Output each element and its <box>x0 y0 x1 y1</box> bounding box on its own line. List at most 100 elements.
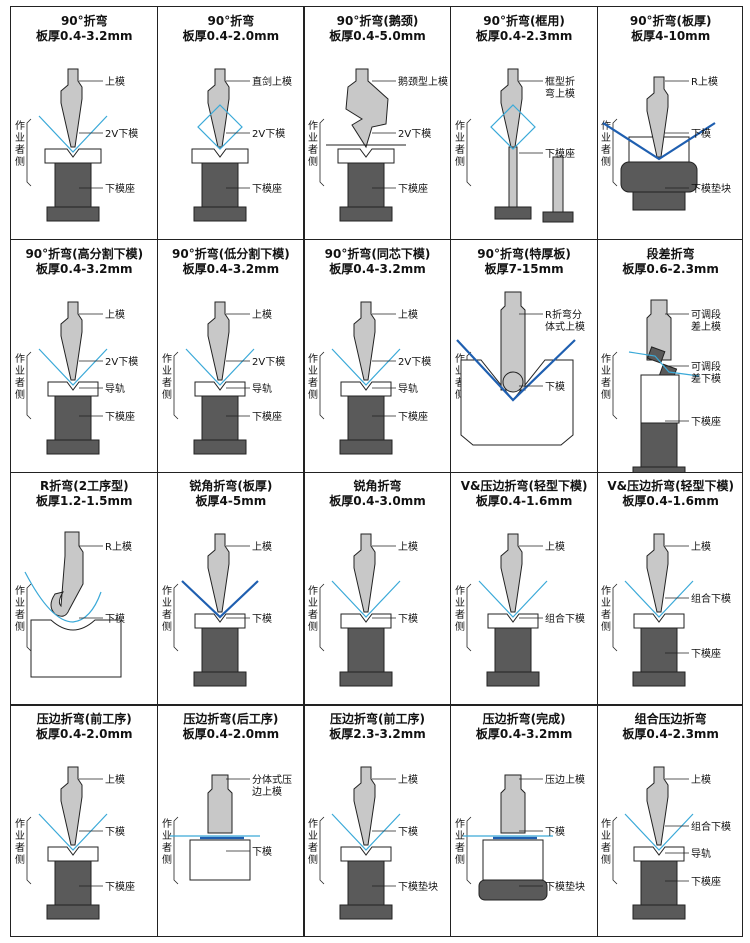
operator-side-text: 作业者侧 <box>162 585 172 633</box>
upper-punch <box>207 68 230 148</box>
radius-tip <box>502 371 524 393</box>
operator-side-text: 作业者侧 <box>308 585 318 633</box>
operator-side-text: 作业者侧 <box>308 353 318 401</box>
sheet-thickness: 板厚1.2-1.5mm <box>36 494 133 509</box>
part-label: 下模座 <box>691 647 721 660</box>
upper-punch <box>60 301 83 381</box>
part-label: 上模 <box>105 76 125 88</box>
tooling-cell: 压边折弯(后工序)板厚0.4-2.0mm 作业者侧分体式压边上模下模 <box>158 705 305 938</box>
die-holder <box>193 627 247 687</box>
upper-punch <box>353 766 376 846</box>
bend-type-title: 压边折弯(前工序) <box>329 712 425 727</box>
part-label: 下模 <box>105 826 125 838</box>
lower-die <box>482 839 544 881</box>
part-label: 上模 <box>252 541 272 553</box>
part-label: 下模座 <box>398 410 428 423</box>
lower-die <box>47 381 99 397</box>
lower-die <box>340 846 392 862</box>
sheet-metal <box>624 580 694 619</box>
upper-punch <box>646 766 669 846</box>
sheet-thickness: 板厚0.4-3.2mm <box>36 29 133 43</box>
lower-die <box>47 846 99 862</box>
operator-side-label: 作业者侧 <box>162 584 178 652</box>
die-holder <box>339 627 393 687</box>
bend-type-title: V&压边折弯(轻型下模) <box>607 479 735 494</box>
sheet-metal <box>38 115 108 153</box>
operator-side-text: 作业者侧 <box>308 120 318 168</box>
upper-punch <box>353 301 376 381</box>
lower-die <box>44 148 102 164</box>
bend-type-title: V&压边折弯(轻型下模) <box>460 479 588 494</box>
tooling-cell: V&压边折弯(轻型下模)板厚0.4-1.6mm 作业者侧 上模组合下模 <box>451 472 598 705</box>
part-label: 分体式压边上模 <box>252 773 292 798</box>
upper-punch <box>353 533 376 613</box>
lower-die <box>487 613 539 629</box>
bend-type-title: 组合压边折弯 <box>634 712 707 727</box>
operator-side-label: 作业者侧 <box>308 816 325 885</box>
sheet-thickness: 板厚0.4-1.6mm <box>622 494 719 509</box>
sheet-thickness: 板厚0.4-2.0mm <box>182 727 280 742</box>
part-label: 上模 <box>252 309 272 321</box>
sheet-metal <box>455 338 576 402</box>
lower-die <box>340 381 392 397</box>
part-label: 2V下模 <box>398 128 431 140</box>
sheet-thickness: 板厚0.4-3.2mm <box>475 727 573 742</box>
upper-punch <box>60 68 83 148</box>
cell-title-block: V&压边折弯(轻型下模)板厚0.4-1.6mm <box>451 479 598 509</box>
operator-side-text: 作业者侧 <box>455 585 465 633</box>
cell-title-block: 压边折弯(前工序)板厚2.3-3.2mm <box>304 712 451 742</box>
upper-punch <box>500 533 523 613</box>
lower-die <box>194 381 246 397</box>
bend-type-title: 90°折弯(框用) <box>483 14 565 28</box>
grid-divider-horizontal <box>11 704 742 706</box>
die-holder <box>632 422 686 472</box>
operator-side-text: 作业者侧 <box>455 353 465 401</box>
part-label: 上模 <box>398 774 418 786</box>
tooling-cell: 90°折弯(框用)板厚0.4-2.3mm 作业者侧框型折弯上模下模座 <box>451 7 598 240</box>
part-label: 下模座 <box>398 182 428 195</box>
lower-die <box>508 146 518 208</box>
die-holder <box>339 162 393 222</box>
grid-divider-horizontal <box>11 238 742 241</box>
part-label: 下模垫块 <box>545 880 585 893</box>
sheet-thickness: 板厚0.4-2.3mm <box>475 29 573 43</box>
cell-title-block: V&压边折弯(轻型下模)板厚0.4-1.6mm <box>597 479 744 509</box>
upper-punch <box>646 533 669 613</box>
part-label: 上模 <box>105 774 125 786</box>
part-label: 下模 <box>545 381 565 393</box>
lower-die <box>640 374 680 424</box>
cell-title-block: 锐角折弯(板厚)板厚4-5mm <box>158 479 305 509</box>
operator-side-text: 作业者侧 <box>601 818 611 866</box>
part-label: 组合下模 <box>545 612 585 625</box>
sheet-metal <box>38 813 108 851</box>
cell-title-block: 90°折弯(特厚板)板厚7-15mm <box>451 247 598 277</box>
die-holder <box>193 395 247 455</box>
upper-punch <box>500 774 526 834</box>
part-label: 下模座 <box>252 410 282 423</box>
operator-side-label: 作业者侧 <box>15 351 32 419</box>
sheet-metal <box>489 104 536 150</box>
cell-title-block: 组合压边折弯板厚0.4-2.3mm <box>597 712 744 742</box>
operator-side-text: 作业者侧 <box>601 353 611 401</box>
operator-side-label: 作业者侧 <box>15 584 32 652</box>
part-label: 上模 <box>545 541 565 553</box>
bend-type-title: R折弯(2工序型) <box>40 479 129 494</box>
cell-title-block: 压边折弯(后工序)板厚0.4-2.0mm <box>158 712 305 742</box>
part-label: 导轨 <box>691 847 711 860</box>
